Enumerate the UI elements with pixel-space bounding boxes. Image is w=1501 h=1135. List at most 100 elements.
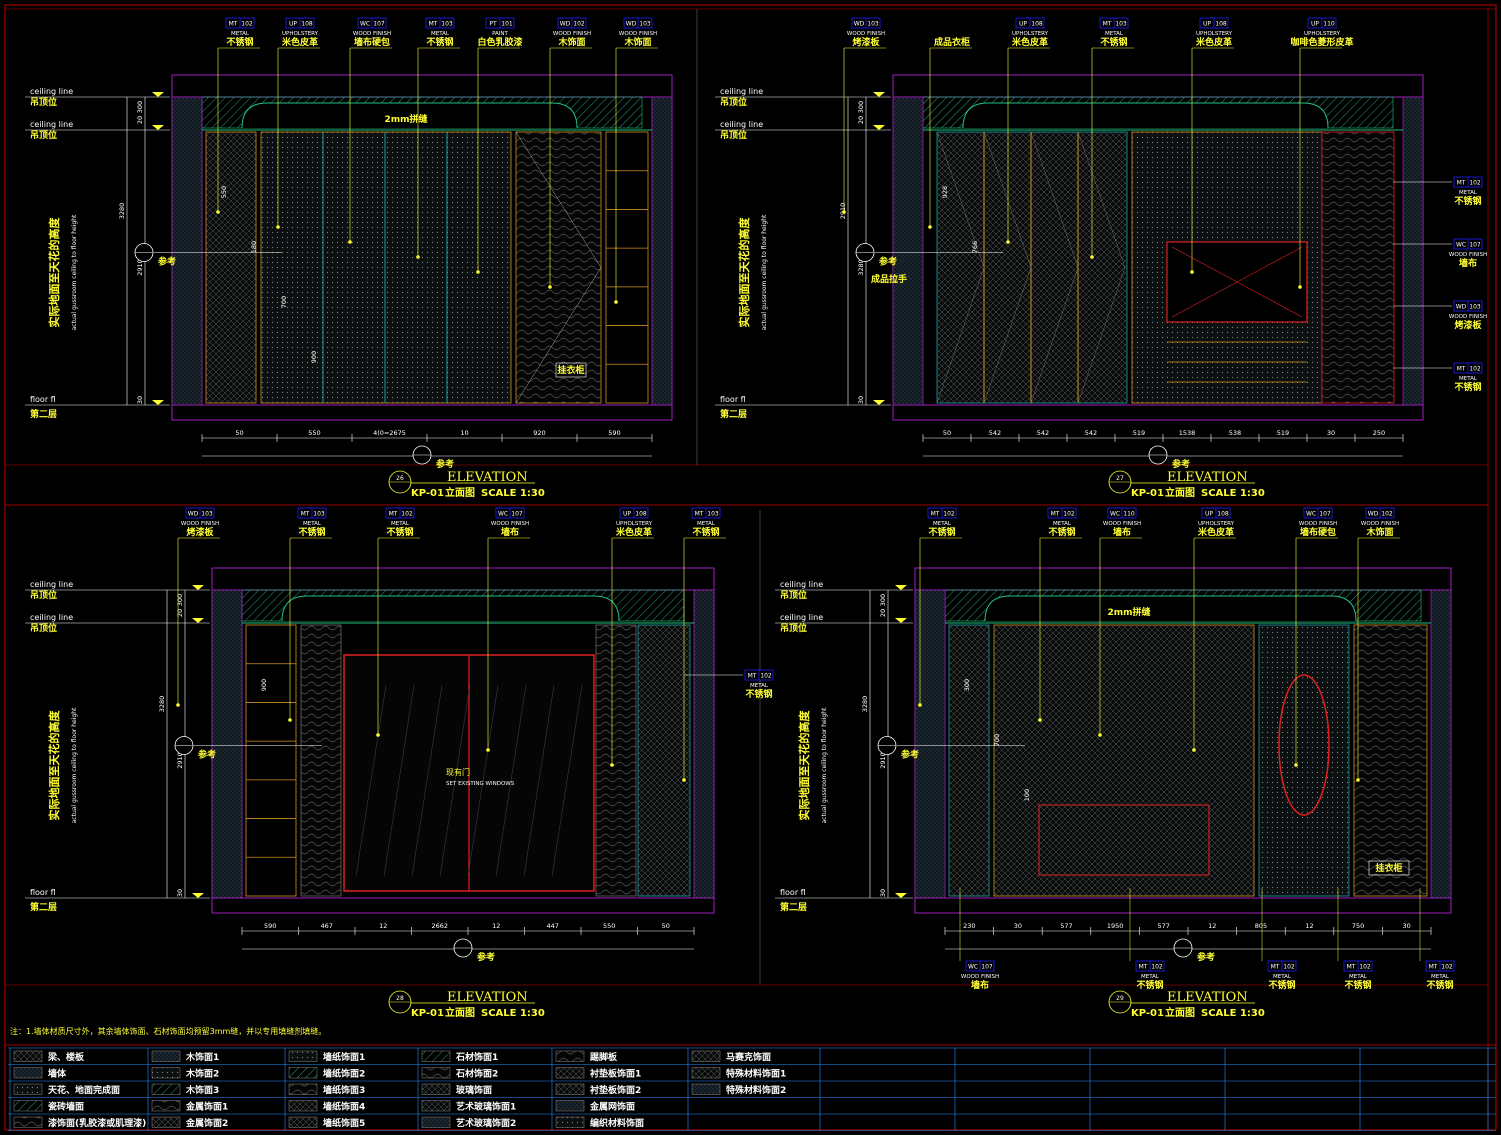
dim-horizontal-value: 1538 bbox=[1179, 429, 1196, 437]
tag-number: 103 bbox=[201, 511, 213, 518]
glass-reflection bbox=[467, 684, 499, 877]
tag-code: MT bbox=[1457, 366, 1466, 373]
dim-vertical-value: 30 bbox=[176, 889, 184, 897]
height-label-en: actual gussroom ceiling to floor height bbox=[761, 214, 768, 330]
tag-en-label: UPHOLSTERY bbox=[1196, 31, 1233, 37]
dim-horizontal-value: 542 bbox=[1085, 429, 1097, 437]
tag-en-label: METAL bbox=[1459, 376, 1478, 382]
tag-en-label: WOOD FINISH bbox=[181, 521, 219, 527]
dim-horizontal-value: 577 bbox=[1157, 922, 1169, 930]
legend-swatch bbox=[13, 1116, 43, 1128]
section-reference-symbol: 参考 bbox=[174, 736, 216, 761]
tag-cn-label: 咖啡色菱形皮革 bbox=[1290, 36, 1353, 48]
floor-line-label: floor fl bbox=[30, 888, 56, 897]
legend-label: 金属网饰面 bbox=[589, 1101, 635, 1113]
tag-number: 103 bbox=[707, 511, 719, 518]
tag-code: WD bbox=[854, 21, 865, 28]
ceiling-level-label: 吊顶位 bbox=[720, 129, 747, 141]
dim-vertical-value: 20 bbox=[176, 609, 184, 617]
tag-number: 110 bbox=[1123, 511, 1135, 518]
height-label-cn: 实际地面至天花的高度 bbox=[797, 710, 811, 821]
right-wall bbox=[1430, 589, 1452, 899]
tag-cn-label: 不锈钢 bbox=[1454, 195, 1481, 207]
drawing-scale: SCALE 1:30 bbox=[1201, 1008, 1265, 1019]
tag-cn-label: 墙布硬包 bbox=[354, 36, 390, 48]
legend-swatch bbox=[288, 1050, 318, 1062]
dim-horizontal-value: 519 bbox=[1133, 429, 1145, 437]
tag-cn-label: 不锈钢 bbox=[1344, 979, 1371, 991]
elevation-title: ELEVATION bbox=[1167, 470, 1248, 485]
tag-cn-label: 不锈钢 bbox=[1268, 979, 1295, 991]
leader-dot bbox=[1192, 748, 1196, 752]
height-label-en: actual gussroom ceiling to floor height bbox=[821, 707, 828, 823]
left-cabinet bbox=[205, 131, 257, 404]
tag-en-label: WOOD FINISH bbox=[1449, 252, 1487, 258]
dim-inner-value: 100 bbox=[1023, 789, 1031, 801]
dim-horizontal-value: 467 bbox=[321, 922, 333, 930]
dim-vertical-value: 3280 bbox=[861, 696, 869, 713]
tag-code: WD bbox=[188, 511, 199, 518]
glass-reflection bbox=[411, 684, 443, 877]
legend-swatch bbox=[13, 1083, 43, 1095]
legend-swatch bbox=[421, 1067, 451, 1079]
hanging-label-box bbox=[555, 362, 587, 378]
tag-cn-label: 不锈钢 bbox=[1136, 979, 1163, 991]
legend-label: 踢脚板 bbox=[590, 1051, 618, 1063]
glass-reflection bbox=[355, 684, 387, 877]
ceiling-line-label: ceiling line bbox=[30, 120, 73, 129]
tag-cn-label: 不锈钢 bbox=[386, 526, 413, 538]
section-reference-symbol: 参考 bbox=[855, 243, 897, 268]
tag-cn-label: 不锈钢 bbox=[426, 36, 453, 48]
tag-number: 102 bbox=[760, 673, 772, 680]
tag-cn-label: 不锈钢 bbox=[226, 36, 253, 48]
floor-level-label: 第二层 bbox=[720, 408, 747, 420]
ref-label: 参考 bbox=[1197, 951, 1215, 963]
legend-label: 瓷砖墙面 bbox=[48, 1101, 84, 1113]
level-triangle bbox=[873, 92, 885, 97]
dim-horizontal-value: 2662 bbox=[431, 922, 448, 930]
dim-vertical-value: 20 bbox=[857, 116, 865, 124]
tag-en-label: METAL bbox=[1273, 974, 1292, 980]
tag-number: 103 bbox=[639, 21, 651, 28]
leader-dot bbox=[1006, 240, 1010, 244]
dim-inner-value: 180 bbox=[250, 241, 258, 253]
tag-cn-label: 成品衣柜 bbox=[934, 36, 970, 48]
tag-en-label: METAL bbox=[303, 521, 322, 527]
tag-number: 102 bbox=[241, 21, 253, 28]
left-wall bbox=[171, 96, 203, 406]
dim-horizontal-value: 30 bbox=[1327, 429, 1335, 437]
door-swing bbox=[1077, 131, 1126, 268]
dim-horizontal-value: 542 bbox=[1037, 429, 1049, 437]
leader-dot bbox=[348, 240, 352, 244]
dim-vertical-value: 3280 bbox=[158, 696, 166, 713]
floor-slab bbox=[211, 897, 715, 914]
tag-cn-label: 米色皮革 bbox=[1195, 36, 1232, 48]
leader-dot bbox=[376, 733, 380, 737]
height-label-en: actual gussroom ceiling to floor height bbox=[71, 707, 78, 823]
door-swing bbox=[1030, 267, 1079, 404]
legend-label: 木饰面1 bbox=[185, 1051, 219, 1063]
tag-code: WC bbox=[1456, 242, 1466, 249]
door-swing bbox=[1030, 131, 1079, 268]
callout-text: 现有门 bbox=[446, 767, 470, 777]
dim-horizontal-value: 550 bbox=[308, 429, 320, 437]
tag-en-label: UPHOLSTERY bbox=[1198, 521, 1235, 527]
dim-horizontal-value: 538 bbox=[1229, 429, 1241, 437]
tag-cn-label: 不锈钢 bbox=[692, 526, 719, 538]
tag-code: MT bbox=[748, 673, 757, 680]
leader-dot bbox=[682, 778, 686, 782]
dim-vertical-value: 2910 bbox=[176, 752, 184, 769]
callout-text: 挂衣柜 bbox=[557, 364, 584, 376]
tag-cn-label: 米色皮革 bbox=[1011, 36, 1048, 48]
drawing-scale: SCALE 1:30 bbox=[481, 1008, 545, 1019]
wardrobe-door bbox=[515, 131, 602, 404]
tag-en-label: PAINT bbox=[492, 31, 508, 37]
dim-inner-value: 700 bbox=[993, 734, 1001, 746]
oval-mirror bbox=[1278, 674, 1330, 816]
